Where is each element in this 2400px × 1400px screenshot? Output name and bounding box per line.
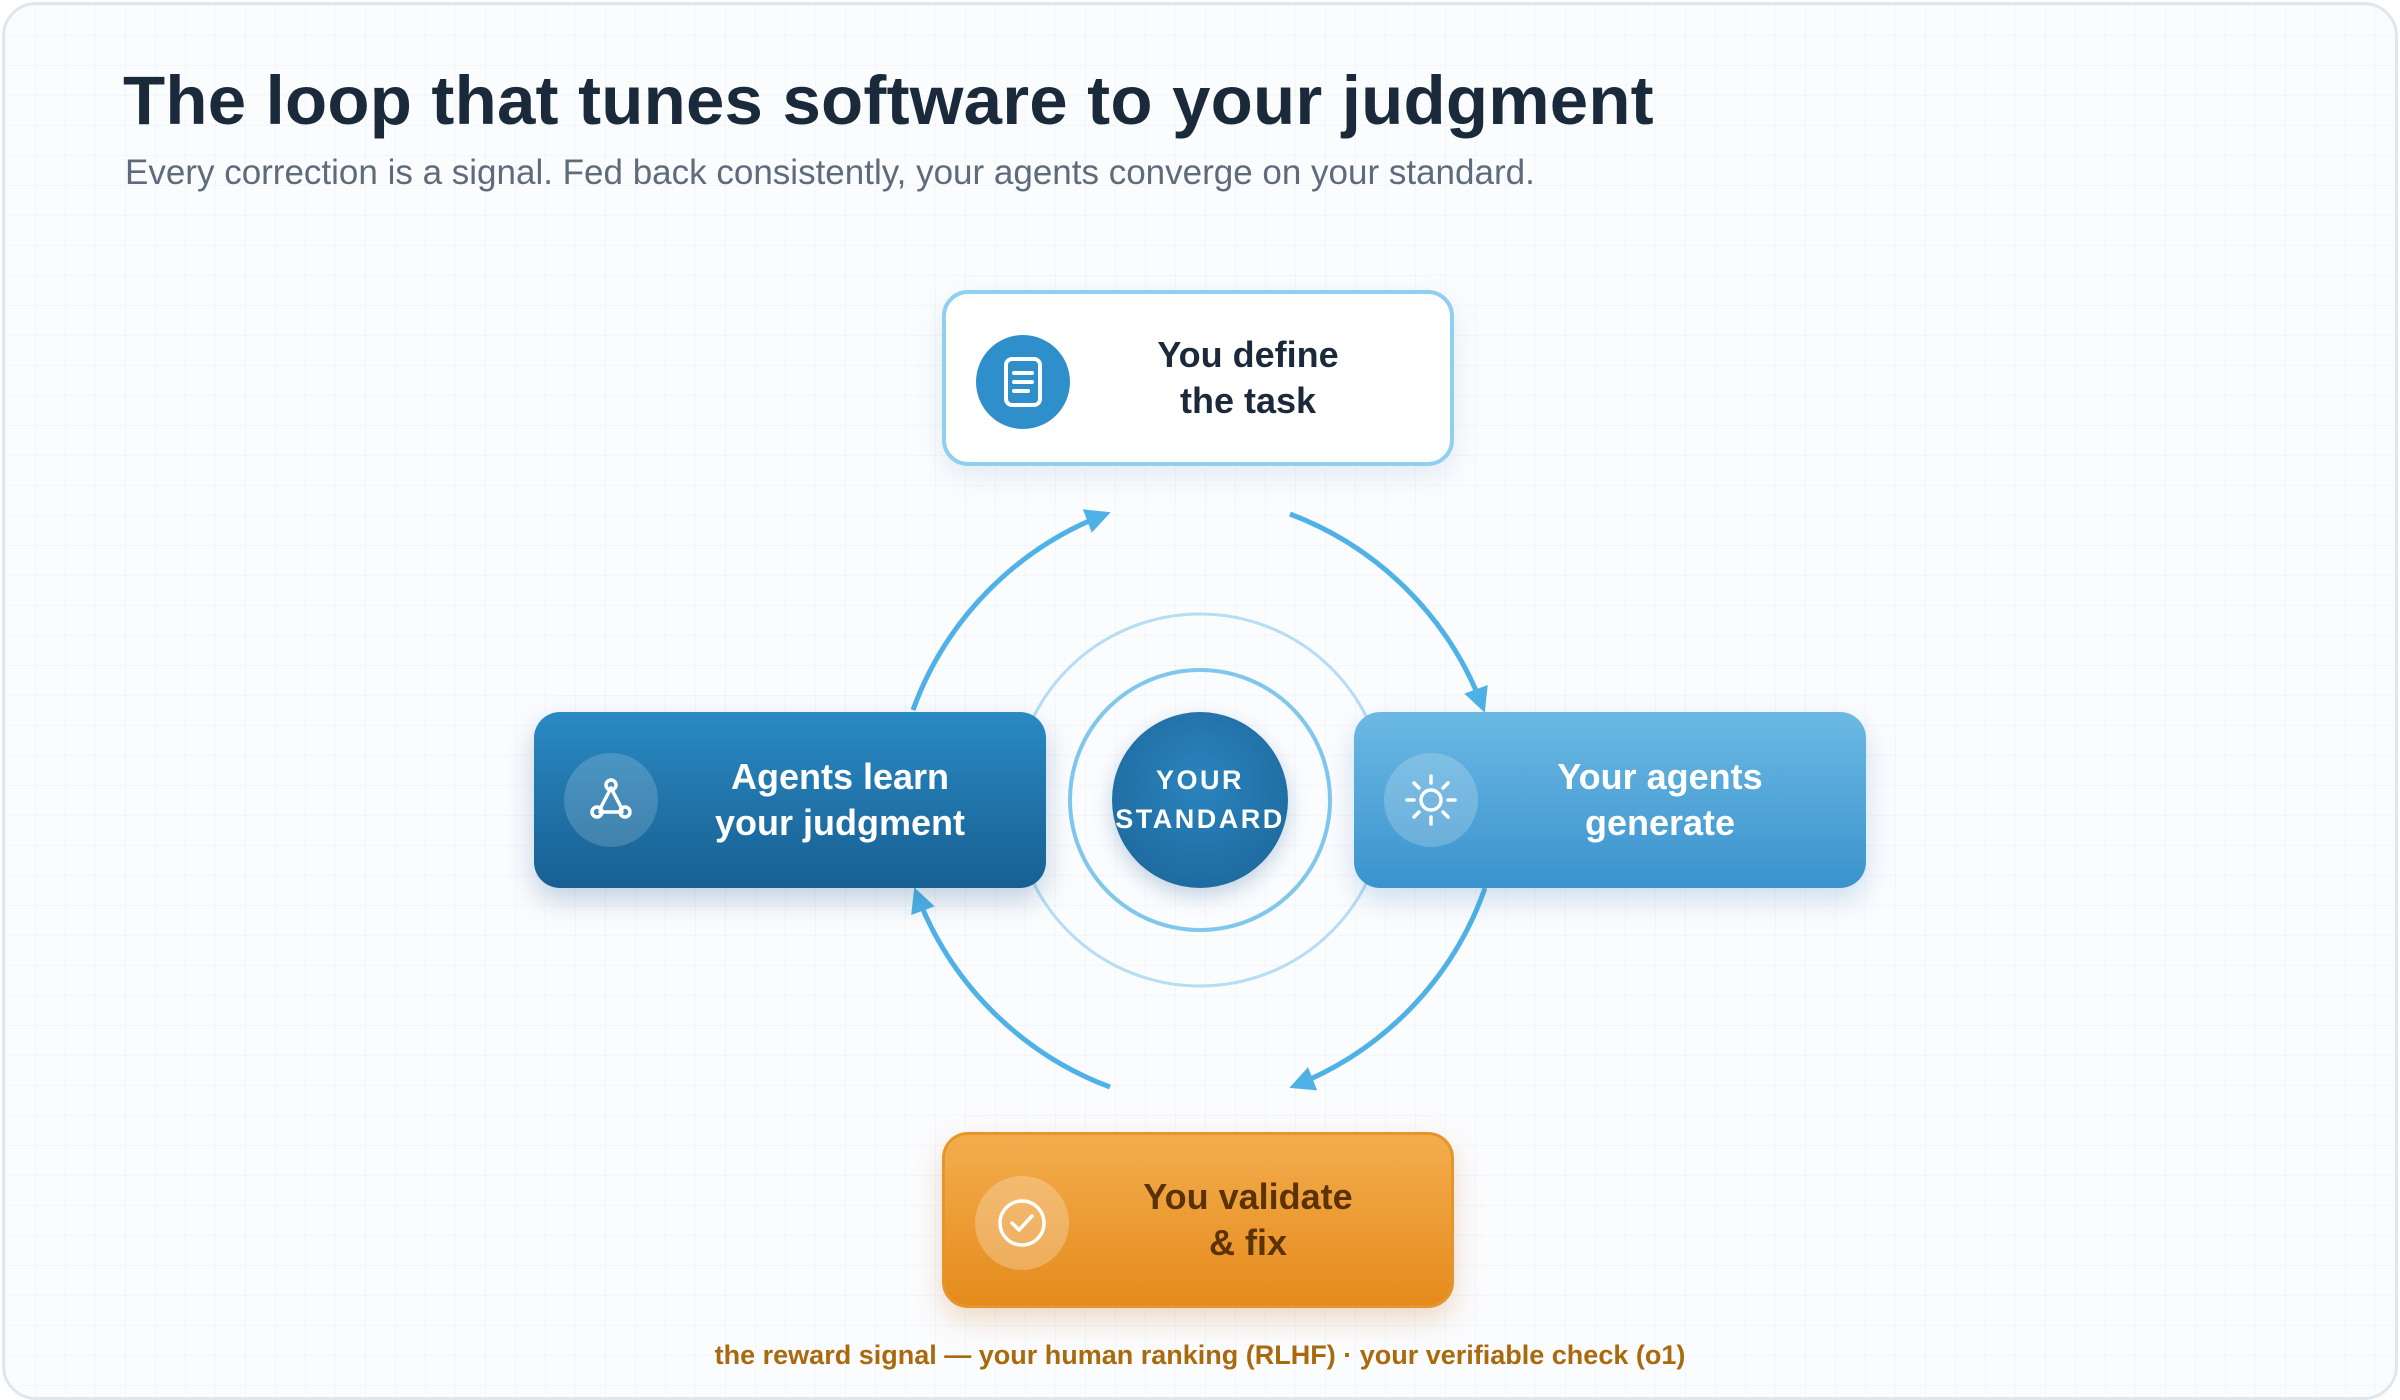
step-define-task: You define the task	[942, 290, 1454, 466]
step-learn-label: Agents learn your judgment	[715, 755, 965, 843]
page-subtitle: Every correction is a signal. Fed back c…	[125, 153, 1535, 192]
arrow-define-to-generate	[1289, 511, 1488, 713]
step-agents-learn: Agents learn your judgment	[534, 712, 1046, 888]
your-standard-core: YOUR STANDARD	[1112, 712, 1288, 888]
network-icon	[564, 753, 658, 847]
inner-halo-ring	[1068, 668, 1332, 932]
arrow-generate-to-validate	[1289, 887, 1488, 1091]
arrow-learn-to-define	[910, 509, 1111, 711]
check-circle-icon-glyph	[998, 1199, 1046, 1247]
step-define-label: You define the task	[1157, 333, 1339, 421]
step-validate-fix: You validate & fix	[942, 1132, 1454, 1308]
network-icon-glyph	[590, 778, 632, 819]
sun-icon	[1384, 753, 1478, 847]
document-icon	[976, 335, 1070, 429]
sun-icon-glyph	[1405, 774, 1457, 826]
step-generate-label: Your agents generate	[1557, 755, 1763, 843]
document-icon-glyph	[1004, 357, 1042, 407]
center-label: YOUR STANDARD	[1115, 764, 1285, 834]
check-circle-icon	[975, 1176, 1069, 1270]
page-title: The loop that tunes software to your jud…	[123, 62, 1654, 139]
reward-signal-note: the reward signal — your human ranking (…	[714, 1340, 1686, 1370]
step-validate-label: You validate & fix	[1143, 1175, 1353, 1263]
step-agents-generate: Your agents generate	[1354, 712, 1866, 888]
arrow-validate-to-learn	[911, 887, 1111, 1090]
